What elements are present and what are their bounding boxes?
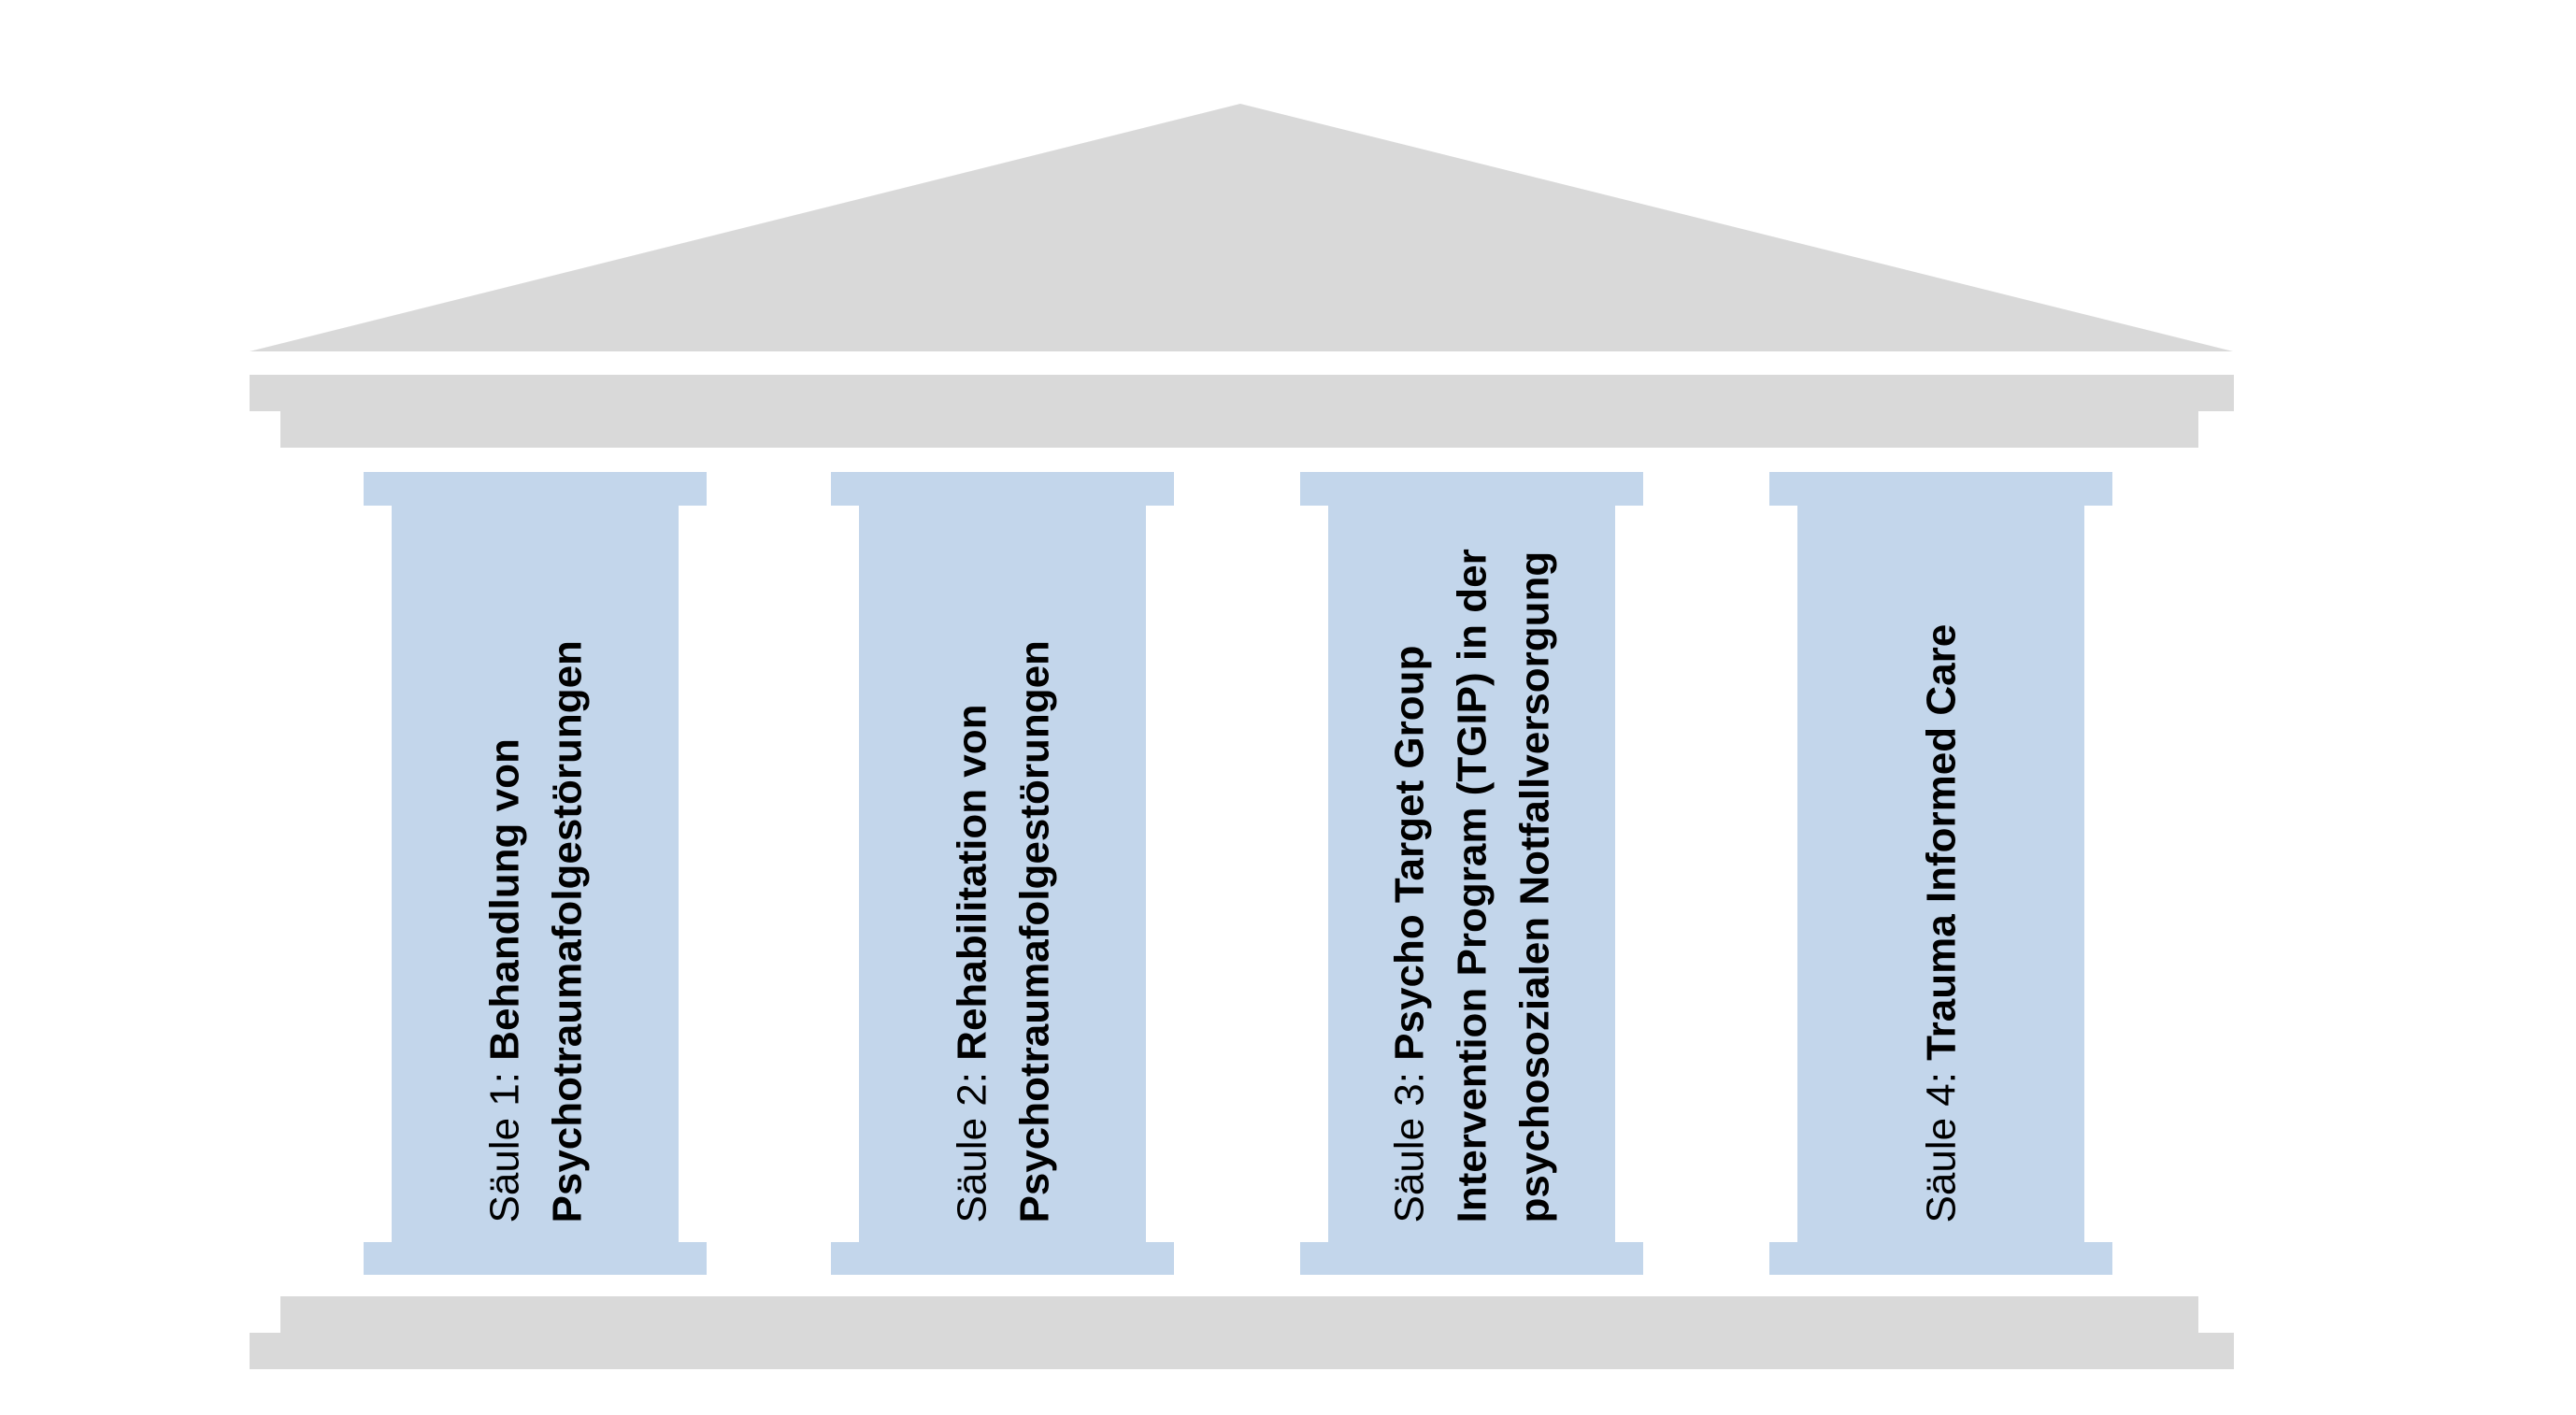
pillar-base <box>1769 1242 2112 1275</box>
foundation-bottom <box>250 1333 2234 1369</box>
pillar-label: Säule 3: Psycho Target Group Interventio… <box>1329 506 1616 1242</box>
pillar-shaft <box>1797 506 2084 1242</box>
pillar-capital <box>364 472 707 506</box>
entablature-top <box>250 375 2234 411</box>
pillar-base <box>364 1242 707 1275</box>
pillar-title-line: Psychotraumafolgestörungen <box>544 640 590 1223</box>
pillar-base <box>831 1242 1174 1275</box>
pillar-capital <box>1769 472 2112 506</box>
pillar-number: Säule 1: <box>481 1060 527 1223</box>
foundation-top <box>280 1296 2198 1333</box>
pillar-title-line: Psycho Target Group <box>1386 645 1433 1061</box>
pillar-capital <box>831 472 1174 506</box>
pillar-number: Säule 4: <box>1918 1060 1965 1223</box>
pillar-shaft <box>392 506 679 1242</box>
pillar-title-line: Rehabilitation von <box>949 704 995 1061</box>
pillar-title-line: Trauma Informed Care <box>1918 623 1965 1061</box>
entablature-bottom <box>280 411 2198 448</box>
pillar-number: Säule 2: <box>949 1060 995 1223</box>
pillar-title-line: Psychotraumafolgestörungen <box>1011 640 1057 1223</box>
pillar-label: Säule 2: Rehabilitation von Psychotrauma… <box>860 506 1147 1242</box>
pillar-shaft <box>1328 506 1615 1242</box>
pillar-base <box>1300 1242 1643 1275</box>
roof-pediment <box>250 104 2233 351</box>
pillar-label: Säule 4: Trauma Informed Care <box>1798 506 2085 1242</box>
pillar-number: Säule 3: <box>1386 1060 1433 1223</box>
pillar-label: Säule 1: Behandlung von Psychotraumafolg… <box>393 506 680 1242</box>
pillar-capital <box>1300 472 1643 506</box>
pillar-title-line: Intervention Program (TGIP) in der <box>1449 549 1496 1223</box>
pillar-title-line: psychosozialen Notfallversorgung <box>1511 550 1558 1223</box>
pillar-shaft <box>859 506 1146 1242</box>
pillar-title-line: Behandlung von <box>481 738 527 1061</box>
